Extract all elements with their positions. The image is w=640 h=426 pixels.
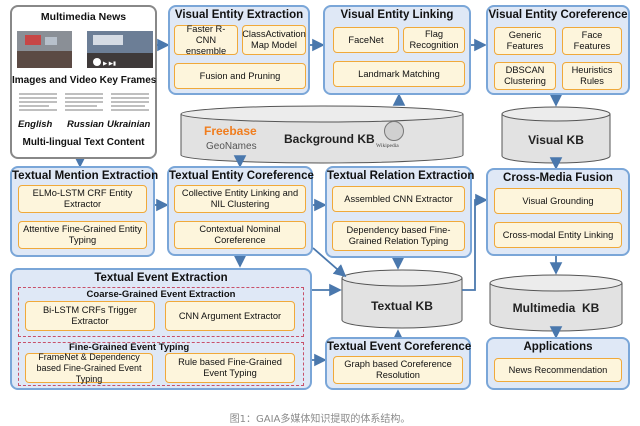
fine-grained-title: Fine-Grained Event Typing <box>69 342 190 353</box>
cross-media-fusion-panel: Cross-Media Fusion Visual Grounding Cros… <box>486 168 630 256</box>
multimedia-news-title: Multimedia News <box>40 11 127 23</box>
visual-entity-linking-panel: Visual Entity Linking FaceNet Flag Recog… <box>323 5 471 95</box>
face-features-box: Face Features <box>562 27 622 55</box>
arrow-textual-kb-to-fusion <box>462 193 488 291</box>
multimedia-news-panel: Multimedia News ▶ ▶▮ Images and Video Ke… <box>10 5 157 159</box>
graph-coreference-resolution-box: Graph based Coreference Resolution <box>333 356 463 384</box>
svg-text:▶ ▶▮: ▶ ▶▮ <box>103 61 116 67</box>
contextual-nominal-coreference-box: Contextual Nominal Coreference <box>174 221 306 249</box>
play-icon <box>93 58 101 66</box>
visual-entity-coreference-panel: Visual Entity Coreference Generic Featur… <box>486 5 630 95</box>
language-ukrainian: Ukrainian <box>107 119 151 130</box>
arrow-entity-coreference-to-textual-kb <box>312 247 347 278</box>
visual-entity-coreference-title: Visual Entity Coreference <box>488 9 628 21</box>
textual-entity-coreference-title: Textual Entity Coreference <box>169 170 314 182</box>
coarse-grained-title: Coarse-Grained Event Extraction <box>86 289 236 300</box>
multimedia-kb-label: Multimedia KB <box>512 301 600 315</box>
flag-recognition-box: Flag Recognition <box>403 27 465 53</box>
elmo-lstm-crf-box: ELMo-LSTM CRF Entity Extractor <box>18 185 147 213</box>
textual-mention-extraction-panel: Textual Mention Extraction ELMo-LSTM CRF… <box>10 166 159 257</box>
visual-entity-extraction-panel: Visual Entity Extraction Faster R-CNN en… <box>168 5 310 95</box>
fusion-and-pruning-box: Fusion and Pruning <box>174 63 306 89</box>
background-kb-label: Background KB <box>284 132 375 146</box>
generic-features-box: Generic Features <box>494 27 556 55</box>
wikipedia-globe-icon <box>384 121 404 141</box>
language-russian: Russian <box>67 119 104 130</box>
visual-grounding-box: Visual Grounding <box>494 188 622 214</box>
cnn-argument-extractor-box: CNN Argument Extractor <box>165 301 295 331</box>
textual-relation-extraction-panel: Textual Relation Extraction Assembled CN… <box>325 166 475 258</box>
rule-based-typing-box: Rule based Fine-Grained Event Typing <box>165 353 295 383</box>
news-thumbnails: ▶ ▶▮ <box>17 31 153 68</box>
geonames-logo: GeoNames <box>206 141 257 152</box>
framenet-dependency-typing-box: FrameNet & Dependency based Fine-Grained… <box>25 352 153 384</box>
wikipedia-logo: Wikipedia <box>376 143 399 149</box>
language-english: English <box>18 119 53 130</box>
dbscan-clustering-box: DBSCAN Clustering <box>494 62 556 90</box>
multimedia-kb-cylinder <box>489 274 623 332</box>
textual-kb-label: Textual KB <box>371 299 433 313</box>
textual-event-extraction-title: Textual Event Extraction <box>94 272 228 284</box>
facenet-box: FaceNet <box>333 27 399 53</box>
heuristics-rules-box: Heuristics Rules <box>562 62 622 90</box>
coarse-grained-group: Coarse-Grained Event Extraction Bi-LSTM … <box>18 287 304 337</box>
textual-kb-cylinder <box>341 269 463 329</box>
freebase-logo: Freebase <box>204 124 257 138</box>
applications-panel: Applications News Recommendation <box>486 337 630 390</box>
cross-modal-entity-linking-box: Cross-modal Entity Linking <box>494 222 622 248</box>
textual-relation-extraction-title: Textual Relation Extraction <box>327 170 475 182</box>
dependency-relation-typing-box: Dependency based Fine-Grained Relation T… <box>332 221 465 251</box>
landmark-matching-box: Landmark Matching <box>333 61 465 87</box>
class-activation-map-box: ClassActivation Map Model <box>242 25 306 55</box>
textual-event-extraction-panel: Textual Event Extraction Coarse-Grained … <box>10 268 312 390</box>
text-caption: Multi-lingual Text Content <box>22 137 145 148</box>
fine-grained-group: Fine-Grained Event Typing FrameNet & Dep… <box>18 342 304 386</box>
figure-caption: 图1：GAIA多媒体知识提取的体系结构。 <box>229 414 411 425</box>
textual-mention-extraction-title: Textual Mention Extraction <box>12 170 159 182</box>
textual-event-coreference-title: Textual Event Coreference <box>327 341 472 353</box>
news-recommendation-box: News Recommendation <box>494 358 622 382</box>
images-caption: Images and Video Key Frames <box>12 75 157 86</box>
visual-entity-extraction-title: Visual Entity Extraction <box>174 9 304 21</box>
text-snippets <box>19 93 149 111</box>
textual-event-coreference-panel: Textual Event Coreference Graph based Co… <box>325 337 471 390</box>
attentive-entity-typing-box: Attentive Fine-Grained Entity Typing <box>18 221 147 249</box>
visual-kb-cylinder <box>501 106 611 164</box>
visual-kb-label: Visual KB <box>528 133 584 147</box>
flow-arrows <box>73 38 563 367</box>
assembled-cnn-extractor-box: Assembled CNN Extractor <box>332 186 465 212</box>
bilstm-crf-trigger-box: Bi-LSTM CRFs Trigger Extractor <box>25 301 155 331</box>
collective-entity-linking-box: Collective Entity Linking and NIL Cluste… <box>174 185 306 213</box>
faster-rcnn-ensemble-box: Faster R-CNN ensemble <box>174 24 238 56</box>
cross-media-fusion-title: Cross-Media Fusion <box>503 172 613 184</box>
visual-entity-linking-title: Visual Entity Linking <box>340 9 454 21</box>
applications-title: Applications <box>523 341 593 353</box>
textual-entity-coreference-panel: Textual Entity Coreference Collective En… <box>167 166 314 256</box>
